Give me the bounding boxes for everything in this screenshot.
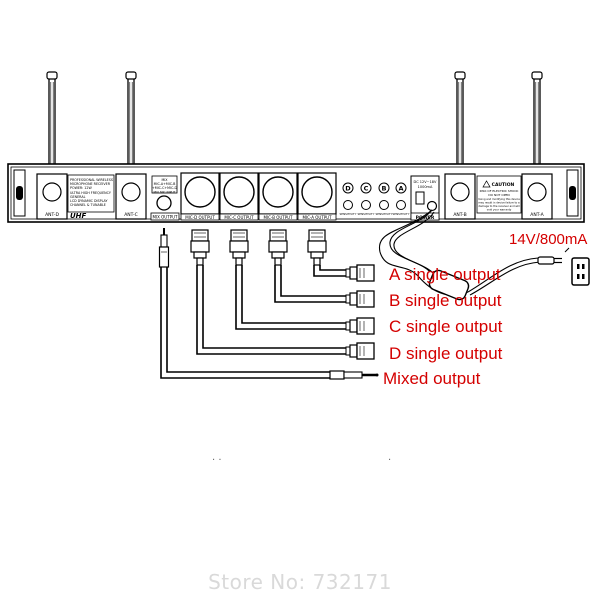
- jack-plug-mix: [158, 228, 170, 268]
- channel-c: C SENSITIVITY: [358, 182, 375, 216]
- scan-speck-right: .: [388, 452, 392, 463]
- sensitivity-knob-d[interactable]: [343, 200, 353, 210]
- power-adapter-cable: [378, 209, 541, 296]
- power-adapter-box: [428, 269, 470, 301]
- channel-letter-d: D: [345, 185, 351, 193]
- xlr-end-b: [345, 290, 375, 308]
- d-single-output-label: D single output: [389, 344, 503, 363]
- antenna-bay-a: ANT-A: [521, 173, 553, 220]
- antenna-label-b: ANT-B: [453, 212, 466, 218]
- channel-b: B SENSITIVITY: [376, 182, 393, 216]
- output-socket-mic-b[interactable]: MIC-B OUTPUT: [258, 172, 298, 221]
- xlr-end-c: [345, 317, 375, 335]
- spec-line-7: CHANNEL & TUNABLE: [70, 203, 106, 207]
- channel-letter-b: B: [382, 185, 387, 193]
- caution-title: CAUTION: [492, 182, 515, 188]
- store-watermark: Store No: 732171: [208, 570, 392, 594]
- xlr-plug-a: [307, 229, 327, 266]
- output-socket-mic-c[interactable]: MIC-C OUTPUT: [219, 172, 259, 221]
- power-spec-line-2: 1000mA: [418, 185, 433, 189]
- mix-box-line-4: MIX MIC INPUT: [154, 190, 176, 194]
- channel-letter-a: A: [398, 185, 403, 193]
- xlr-end-d: [345, 342, 375, 360]
- antenna-label-c: ANT-C: [124, 212, 138, 218]
- output-cables: [160, 265, 346, 379]
- caution-line-3: Using and modifying this device: [478, 197, 520, 201]
- channel-a: A SENSITIVITY: [393, 182, 410, 216]
- output-label-mic-a: MIC-A OUTPUT: [302, 215, 332, 220]
- xlr-plug-c: [229, 229, 249, 266]
- spec-line-6: LCD DYNAMIC DISPLAY: [70, 199, 108, 203]
- caution-line-4: may result in device failure to a: [478, 201, 520, 205]
- mix-output-label: MIX OUTPUT: [153, 215, 179, 220]
- jack-end-mix: [329, 370, 379, 380]
- xlr-end-a: [345, 264, 375, 282]
- xlr-plug-d: [190, 229, 210, 266]
- spec-line-3: POWER: 12W: [70, 186, 92, 190]
- caution-line-5: damage to the receiver and will: [478, 204, 520, 208]
- caution-line-1: RISK OF ELECTRIC SHOCK: [480, 189, 520, 193]
- sensitivity-label-b: SENSITIVITY: [376, 212, 393, 216]
- spec-line-4: ULTRA HIGH FREQUENCY: [70, 191, 112, 195]
- power-spec-line-1: DC 12V~18V: [414, 180, 437, 184]
- sensitivity-label-a: SENSITIVITY: [393, 212, 410, 216]
- sensitivity-knob-c[interactable]: [361, 200, 371, 210]
- spec-line-5: GENERAL: [70, 195, 86, 199]
- warning-icon: [482, 180, 491, 188]
- dc-input-jack[interactable]: [426, 200, 438, 212]
- spec-label-block: PROFESSIONAL WIRELESS MICROPHONE RECEIVE…: [67, 174, 115, 220]
- spec-line-1: PROFESSIONAL WIRELESS: [70, 178, 113, 182]
- power-spec-annotation: 14V/800mA: [509, 231, 588, 248]
- antenna-bay-c: ANT-C: [115, 173, 147, 220]
- output-socket-mic-a[interactable]: MIC-A OUTPUT: [297, 172, 337, 221]
- b-single-output-label: B single output: [389, 291, 502, 310]
- antenna-bay-d: ANT-D: [36, 173, 68, 220]
- power-section: DC 12V~18V 1000mA POWER: [410, 175, 440, 221]
- antenna-bay-b: ANT-B: [444, 173, 476, 220]
- power-label: POWER: [416, 215, 435, 221]
- sensitivity-knob-b[interactable]: [379, 200, 389, 210]
- output-label-mic-c: MIC-C OUTPUT: [224, 215, 254, 220]
- mix-section: MIX MIC-A+MIC-B +MIC-C+MIC-D MIX MIC INP…: [150, 175, 180, 221]
- spec-line-2: MICROPHONE RECEIVER: [70, 182, 111, 186]
- output-socket-mic-d[interactable]: MIC-D OUTPUT: [180, 172, 220, 221]
- mix-box-line-3: +MIC-C+MIC-D: [152, 186, 177, 190]
- sensitivity-knob-a[interactable]: [396, 200, 406, 210]
- mixed-output-label: Mixed output: [383, 369, 481, 388]
- c-single-output-label: C single output: [389, 317, 503, 336]
- caution-block: CAUTION RISK OF ELECTRIC SHOCK DO NOT OP…: [476, 175, 522, 214]
- caution-line-6: void your warranty: [487, 208, 512, 212]
- sensitivity-label-c: SENSITIVITY: [358, 212, 375, 216]
- antenna-label-a: ANT-A: [530, 212, 544, 218]
- wall-outlet-icon: [571, 257, 590, 286]
- channel-d: D SENSITIVITY: [340, 182, 357, 216]
- scan-speck-left: . .: [212, 452, 222, 463]
- power-plug: [537, 247, 570, 265]
- mix-output-jack[interactable]: [156, 195, 172, 211]
- mix-box-line-2: MIC-A+MIC-B: [154, 182, 176, 186]
- xlr-plug-b: [268, 229, 288, 266]
- antenna-label-d: ANT-D: [45, 212, 59, 218]
- a-single-output-label: A single output: [389, 265, 501, 284]
- brand-logo: UHF: [70, 212, 87, 220]
- output-label-mic-b: MIC-B OUTPUT: [263, 215, 293, 220]
- output-label-mic-d: MIC-D OUTPUT: [185, 215, 215, 220]
- caution-line-2: DO NOT OPEN: [488, 193, 509, 197]
- channel-letter-c: C: [364, 185, 369, 193]
- sensitivity-label-d: SENSITIVITY: [340, 212, 357, 216]
- mix-box-line-1: MIX: [161, 178, 168, 182]
- power-switch[interactable]: [415, 191, 425, 205]
